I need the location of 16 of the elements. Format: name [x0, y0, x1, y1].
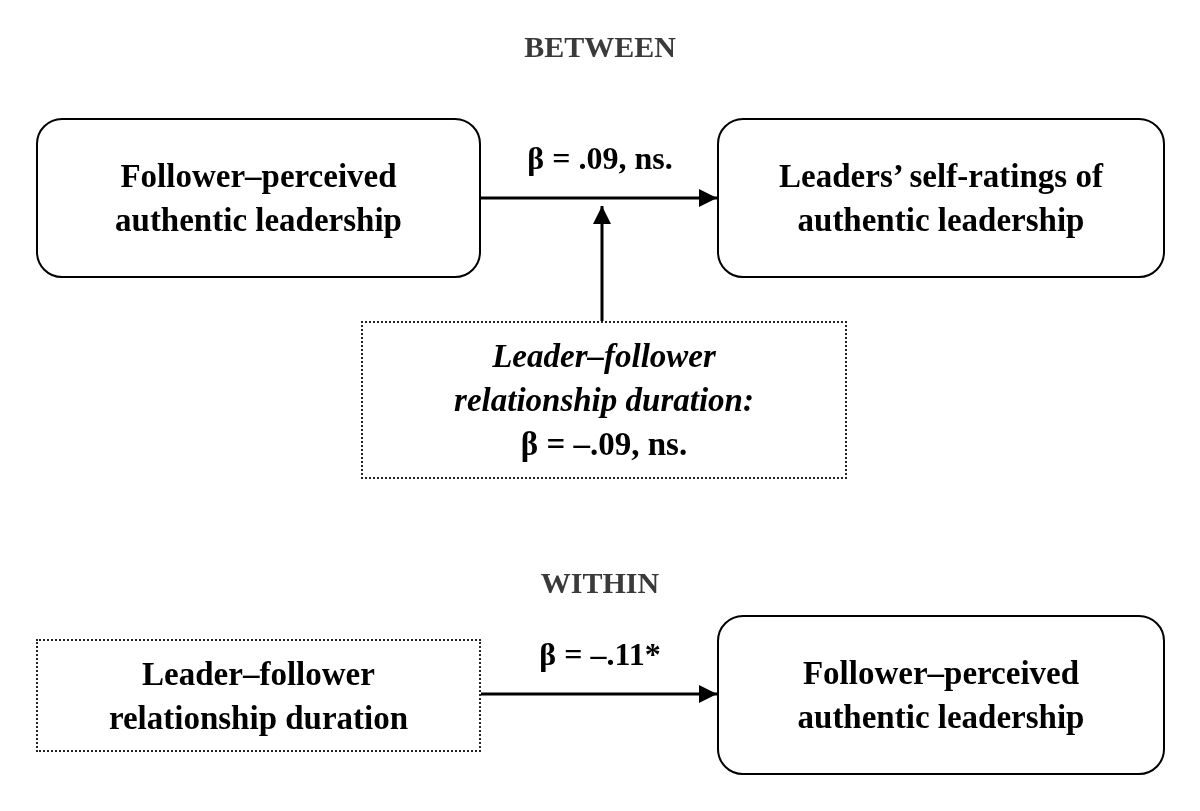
section-heading: BETWEEN — [524, 30, 676, 64]
node-title: Leader–follower relationship duration — [107, 654, 410, 738]
rounded-box — [717, 118, 1165, 278]
dotted-box — [36, 639, 481, 752]
coefficient-text: β = –.09, ns. — [520, 425, 688, 464]
arrow — [593, 206, 611, 321]
arrow — [481, 189, 717, 207]
section-heading: WITHIN — [540, 566, 660, 600]
dotted-box — [361, 321, 847, 479]
arrow — [481, 685, 717, 703]
node-title: Leader–follower relationship duration: — [453, 337, 755, 420]
rounded-box — [36, 118, 481, 278]
rounded-box — [717, 615, 1165, 775]
node-title: Leaders’ self-ratings of authentic leadership — [778, 157, 1105, 240]
node-title: Follower–perceived authentic leadership — [114, 157, 403, 240]
node-title: Follower–perceived authentic leadership — [796, 654, 1086, 737]
